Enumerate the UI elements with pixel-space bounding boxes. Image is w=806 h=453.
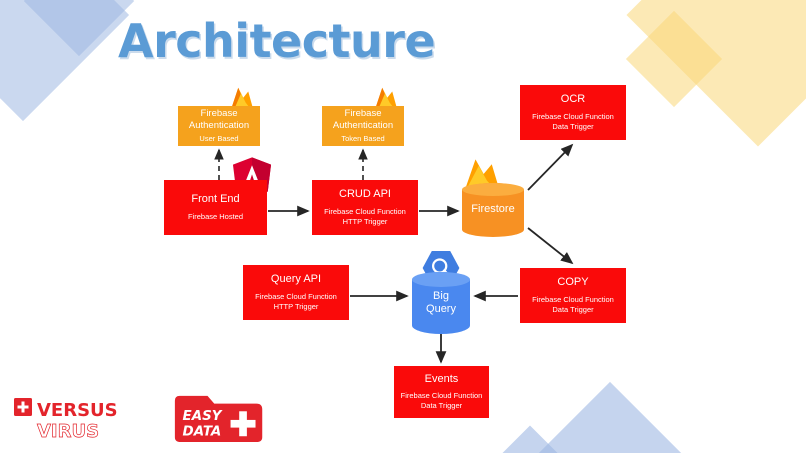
node-title: OCR <box>560 93 586 106</box>
virus-logo-text: VIRUS <box>37 421 99 442</box>
page-title: Architecture <box>118 14 436 68</box>
node-subtitle-line1: Firebase Cloud Function <box>400 391 483 401</box>
node-title: Firebase Authentication <box>332 107 394 131</box>
node-title: Query API <box>270 273 322 286</box>
node-query-api[interactable]: Query API Firebase Cloud Function HTTP T… <box>243 265 349 320</box>
easy-logo-text: EASY <box>183 409 223 424</box>
node-title: Firebase Authentication <box>188 107 250 131</box>
node-subtitle: User Based <box>199 134 239 144</box>
node-subtitle-line1: Firebase Cloud Function <box>532 294 614 304</box>
node-subtitle-line2: HTTP Trigger <box>273 301 319 311</box>
node-front-end[interactable]: Front End Firebase Hosted <box>164 180 267 235</box>
node-firebase-authentication-token[interactable]: Firebase Authentication Token Based <box>322 106 404 146</box>
versus-virus-logo: VERSUS VIRUS <box>14 398 118 442</box>
node-subtitle-line2: Data Trigger <box>420 401 463 411</box>
node-subtitle-line2: HTTP Trigger <box>342 216 388 226</box>
node-subtitle: Firebase Hosted <box>187 211 244 221</box>
node-subtitle-line1: Firebase Cloud Function <box>255 291 337 301</box>
node-copy[interactable]: COPY Firebase Cloud Function Data Trigge… <box>520 268 626 323</box>
node-subtitle-line2: Data Trigger <box>552 304 594 314</box>
node-title: Front End <box>191 193 240 206</box>
versus-logo-text: VERSUS <box>37 400 118 421</box>
node-label: Big Query <box>426 290 456 316</box>
connector-firestore-to-copy <box>527 227 574 265</box>
node-subtitle: Token Based <box>341 134 385 144</box>
node-subtitle-line2: Data Trigger <box>552 121 594 131</box>
cylinder-top <box>412 272 470 287</box>
node-events[interactable]: Events Firebase Cloud Function Data Trig… <box>394 366 489 418</box>
node-ocr[interactable]: OCR Firebase Cloud Function Data Trigger <box>520 85 626 140</box>
node-title: COPY <box>557 276 589 289</box>
cylinder-top <box>462 183 524 196</box>
connector-firestore-to-ocr <box>527 143 574 191</box>
node-title: Firestore <box>471 203 515 216</box>
node-crud-api[interactable]: CRUD API Firebase Cloud Function HTTP Tr… <box>312 180 418 235</box>
easy-data-logo: EASY DATA <box>174 395 263 442</box>
node-big-query[interactable]: Big Query <box>412 272 470 334</box>
node-firebase-authentication-user[interactable]: Firebase Authentication User Based <box>178 106 260 146</box>
node-title: CRUD API <box>339 188 391 201</box>
node-title-line1: Big <box>433 289 449 302</box>
node-firestore[interactable]: Firestore <box>462 183 524 237</box>
node-subtitle-line1: Firebase Cloud Function <box>324 206 406 216</box>
node-title-line2: Query <box>426 303 456 315</box>
node-title: Events <box>424 372 459 385</box>
node-subtitle-line1: Firebase Cloud Function <box>532 111 614 121</box>
data-logo-text: DATA <box>183 424 222 439</box>
